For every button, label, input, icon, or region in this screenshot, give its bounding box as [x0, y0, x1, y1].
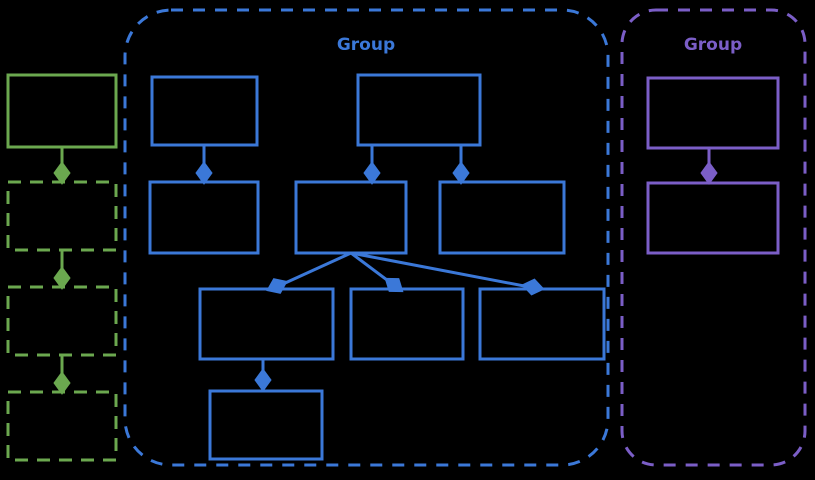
group-label: Group [684, 35, 742, 55]
node-box[interactable] [356, 73, 482, 147]
edge-diamond-marker [363, 161, 381, 185]
node-box[interactable] [438, 180, 566, 255]
node-box[interactable] [646, 76, 780, 150]
edges-layer [53, 145, 718, 395]
node-box[interactable] [646, 181, 780, 255]
edge-diamond-marker [452, 161, 470, 185]
node-box[interactable] [148, 180, 260, 255]
group-label: Group [337, 35, 395, 55]
group-boundary-1[interactable] [123, 8, 610, 467]
node-box[interactable] [349, 287, 465, 361]
edge-diamond-marker [53, 371, 71, 395]
edge-diamond-marker [266, 278, 288, 294]
edge-diamond-marker [53, 161, 71, 185]
edge-diamond-marker [195, 161, 213, 185]
nodes-layer [6, 73, 780, 462]
edge-diamond-marker [384, 277, 404, 293]
node-box[interactable] [294, 180, 408, 255]
edge-diamond-marker [254, 368, 272, 392]
node-box[interactable] [198, 287, 335, 361]
node-box[interactable] [208, 389, 324, 461]
edge-line[interactable] [350, 251, 541, 291]
group-labels-layer: Group Group [337, 35, 742, 55]
edge-diamond-marker [521, 278, 545, 296]
groups-layer [123, 8, 807, 467]
node-box[interactable] [6, 73, 118, 149]
node-box[interactable] [6, 390, 118, 462]
node-box[interactable] [6, 285, 118, 357]
edge-diamond-marker [53, 266, 71, 290]
node-box[interactable] [6, 180, 118, 252]
node-box[interactable] [478, 287, 606, 361]
edge-diamond-marker [700, 161, 718, 185]
node-box[interactable] [150, 75, 259, 147]
group-boundary-2[interactable] [620, 8, 807, 467]
